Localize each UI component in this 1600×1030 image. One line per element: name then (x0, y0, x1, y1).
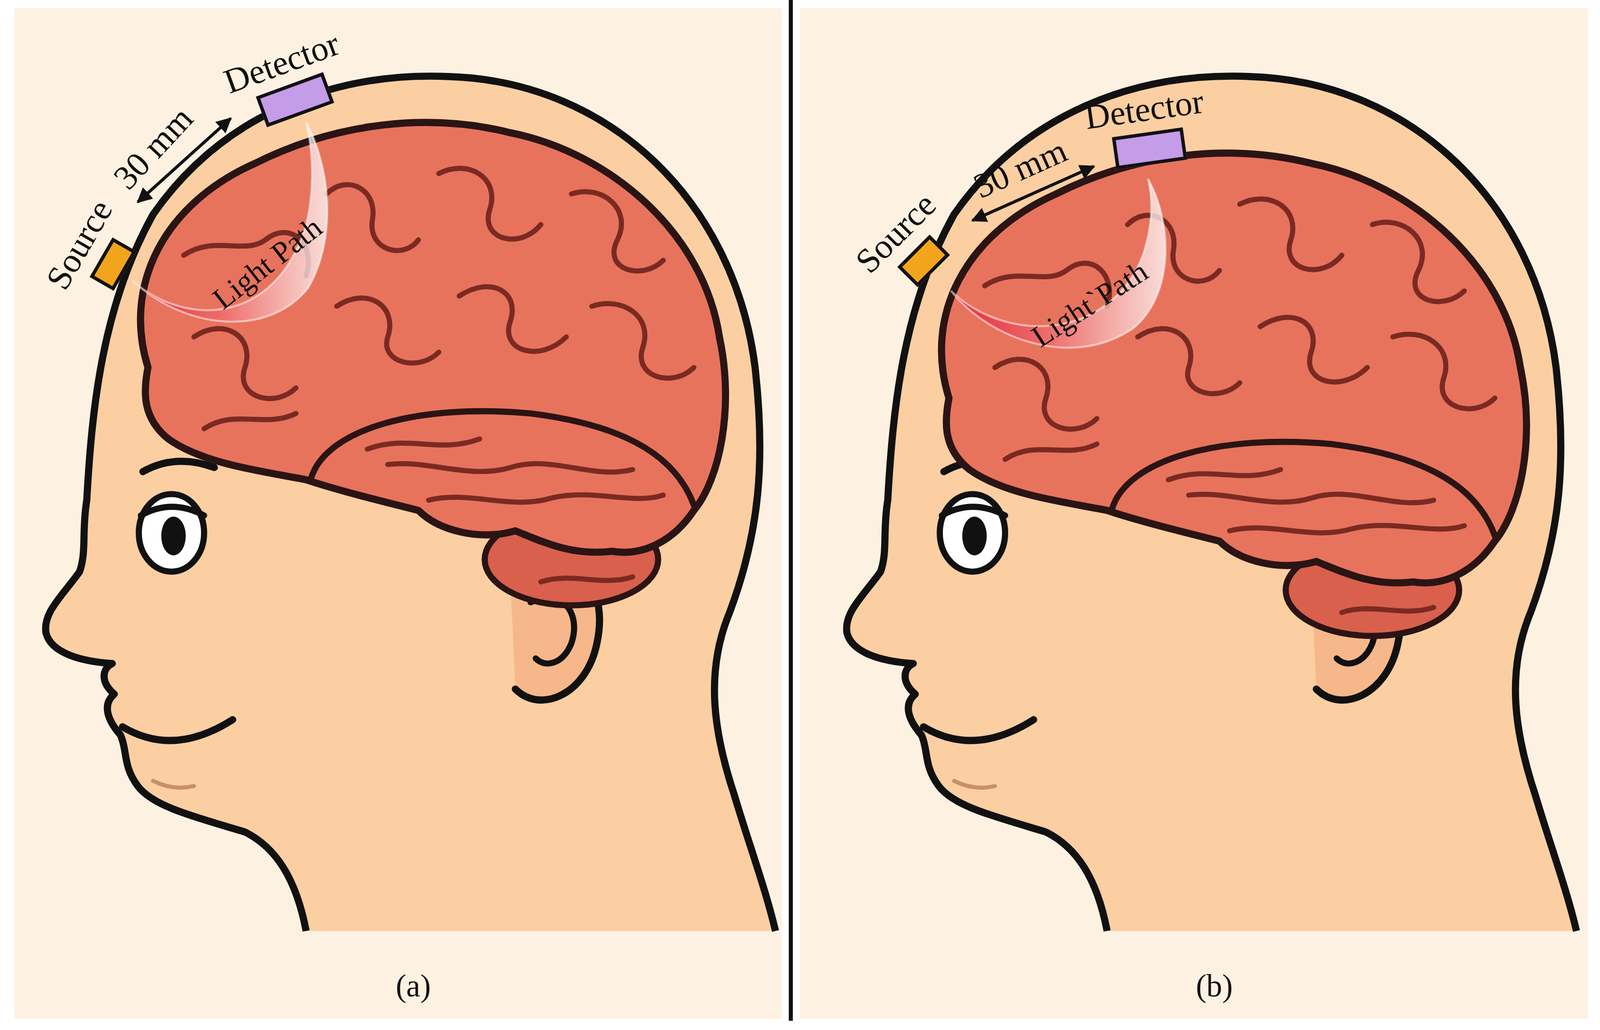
detector-label: Detector (1082, 82, 1207, 137)
light-detector: Detector (1082, 82, 1212, 174)
light-path-label: Light`Path (1025, 254, 1154, 355)
panel-caption: (b) (1195, 968, 1233, 1004)
light-path-label: Light Path (206, 210, 329, 317)
light-detector: Detector (218, 23, 357, 136)
probe-body (1112, 127, 1188, 170)
light-source: Source (38, 193, 150, 313)
light-source: Source (848, 185, 968, 305)
panel-caption: (a) (395, 968, 431, 1004)
dimension-label: 30 mm (106, 99, 201, 197)
dimension-label: 30 mm (968, 131, 1073, 206)
